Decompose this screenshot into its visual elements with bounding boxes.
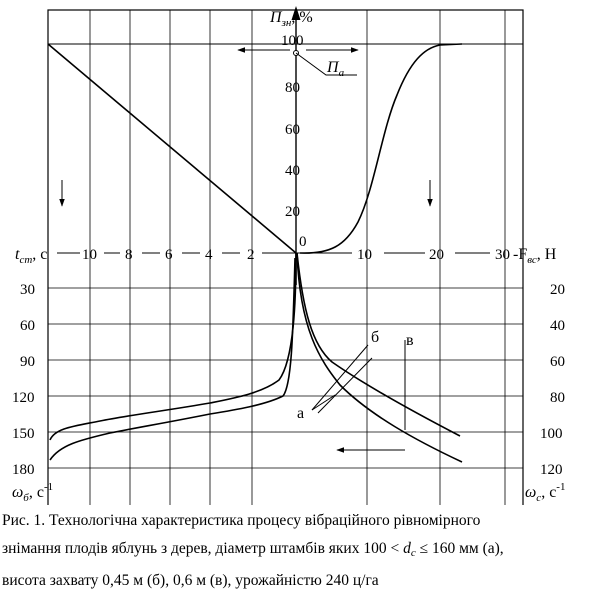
omega-c-tick-20: 20: [550, 282, 565, 298]
yield-s-curve: [299, 43, 463, 254]
vertical-grid-lines: [89, 10, 506, 505]
omega-c-tick-60: 60: [550, 354, 565, 370]
omega-c-tick-40: 40: [550, 318, 565, 334]
middle-horizontal-axis: tст, с 10 8 6 4 2 0 10 20 30 -Fвс, Н: [15, 234, 557, 266]
label-b: б: [371, 329, 379, 346]
top-axis-tick-20: 20: [285, 204, 300, 220]
technological-characteristic-diagram: Пзн, % 100 80 60 40 20 tст, с 10 8 6 4 2…: [12, 6, 565, 505]
origin-label: 0: [299, 234, 307, 250]
bottom-right-axis: 20 40 60 80 100 120 ωc, с-1: [525, 282, 565, 504]
caption-line-3: висота захвату 0,45 м (б), 0,6 м (в), ур…: [2, 572, 379, 589]
caption-line-1: Рис. 1. Технологічна характеристика проц…: [2, 512, 481, 529]
tst-tick-6: 6: [165, 247, 173, 263]
omega-b-tick-120: 120: [12, 390, 35, 406]
omega-b-tick-150: 150: [12, 426, 35, 442]
omega-c-tick-100: 100: [540, 426, 563, 442]
top-vertical-axis: Пзн, % 100 80 60 40 20: [269, 6, 313, 254]
label-a: а: [297, 405, 304, 422]
figure-caption: Рис. 1. Технологічна характеристика проц…: [2, 507, 607, 595]
grid: [47, 9, 524, 505]
omega-b-tick-180: 180: [12, 462, 35, 478]
descending-diagonal-line: [47, 43, 297, 254]
top-axis-tick-60: 60: [285, 122, 300, 138]
omega-c-tick-120: 120: [540, 462, 563, 478]
curve-a-right-1: [296, 252, 461, 437]
curves: [47, 43, 463, 463]
top-axis-tick-80: 80: [285, 80, 300, 96]
tst-tick-4: 4: [205, 247, 213, 263]
direction-arrows: [59, 47, 433, 453]
curve-a-right-2: [296, 252, 463, 463]
top-axis-tick-40: 40: [285, 163, 300, 179]
tst-tick-2: 2: [247, 247, 255, 263]
omega-c-axis-label: ωc, с-1: [525, 481, 565, 504]
tst-tick-8: 8: [125, 247, 133, 263]
force-tick-20: 20: [429, 247, 444, 263]
plot-frame: [47, 9, 524, 505]
omega-b-tick-30: 30: [20, 282, 35, 298]
curve-labels: [311, 340, 406, 430]
curve-v-left: [49, 257, 296, 461]
omega-b-tick-90: 90: [20, 354, 35, 370]
omega-b-axis-label: ωб, с-1: [12, 481, 53, 504]
tst-axis-label: tст, с: [15, 246, 47, 266]
force-tick-10: 10: [357, 247, 372, 263]
pa-annotation: Пa: [293, 50, 357, 79]
bottom-left-axis: 30 60 90 120 150 180 ωб, с-1: [12, 282, 53, 504]
curve-b-left: [49, 252, 297, 441]
omega-c-tick-80: 80: [550, 390, 565, 406]
omega-b-tick-60: 60: [20, 318, 35, 334]
horizontal-grid-lines: [48, 287, 523, 469]
pa-label: Пa: [326, 59, 345, 79]
force-axis-label: -Fвс, Н: [513, 246, 557, 266]
force-tick-30: 30: [495, 247, 510, 263]
top-axis-tick-100: 100: [281, 33, 304, 49]
caption-line-2: знімання плодів яблунь з дерев, діаметр …: [2, 540, 504, 559]
tst-tick-10: 10: [82, 247, 97, 263]
top-axis-label: Пзн, %: [269, 9, 313, 29]
label-v: в: [406, 332, 414, 349]
